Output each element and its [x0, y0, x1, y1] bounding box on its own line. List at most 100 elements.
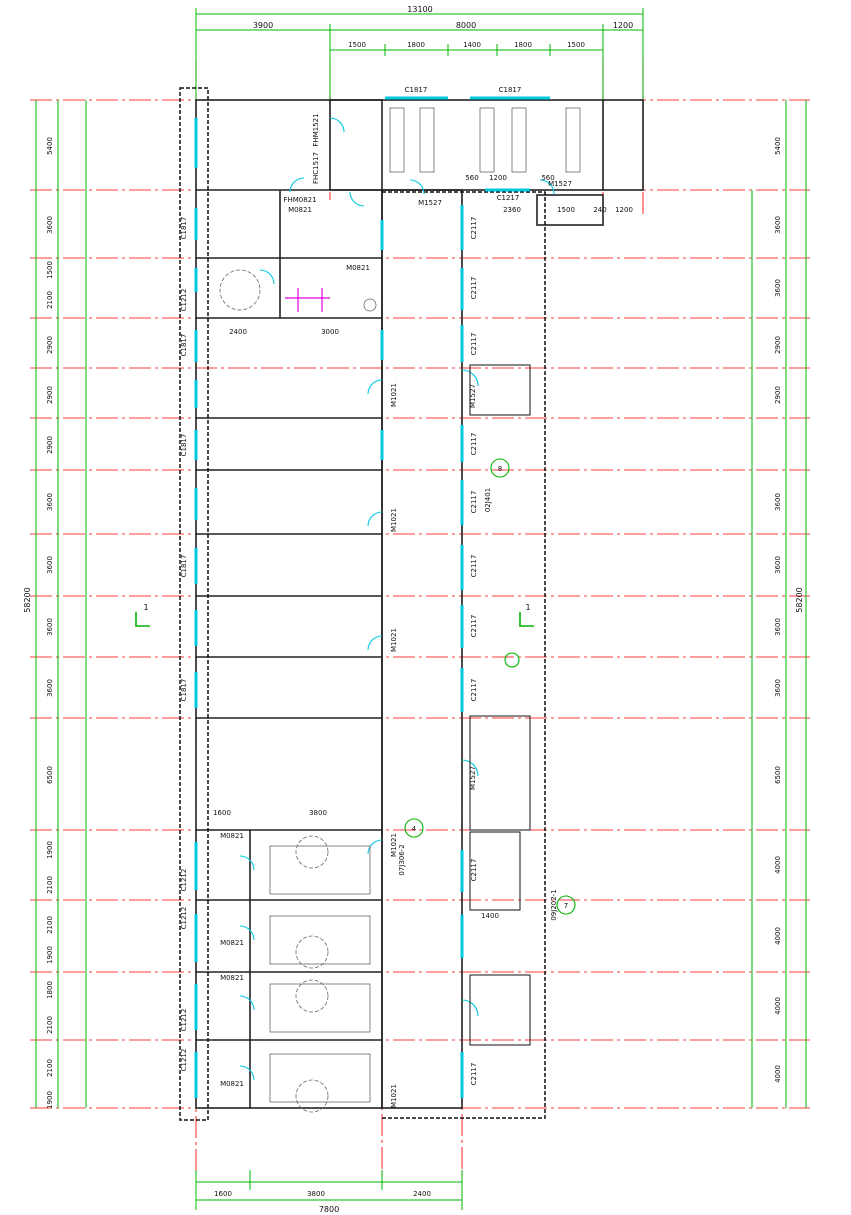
right-dimension-text: 58200 5400 3600 3600 2900 2900 3600 3600… — [774, 137, 804, 1083]
door-label: M1527 — [418, 199, 442, 207]
window-label: C1212 — [180, 869, 188, 892]
door-label: FHM1521 — [312, 113, 320, 146]
dashed-boundary — [179, 87, 546, 1121]
section-mark-right: 1 — [525, 603, 530, 612]
window-label: C1212 — [180, 1049, 188, 1072]
dim-right-overall: 58200 — [795, 587, 804, 612]
dim-bottom-seg-2: 3800 — [307, 1190, 325, 1198]
dim-left-span: 1500 — [46, 261, 54, 279]
door-label: M0821 — [346, 264, 370, 272]
door-label: M1021 — [390, 628, 398, 652]
dim-right-span: 6500 — [774, 766, 782, 784]
section-mark-left: 1 — [143, 603, 148, 612]
dim-top-mid: 8000 — [456, 21, 476, 30]
callout-ref: 02J401 — [484, 488, 492, 512]
inner-dim: 560 — [541, 174, 554, 182]
section-mark-text: 1 1 — [143, 603, 530, 612]
dim-left-span: 2100 — [46, 876, 54, 894]
window-label: C2117 — [470, 1063, 478, 1086]
dim-right-span: 3600 — [774, 618, 782, 636]
top-dimension-text: 13100 3900 8000 1200 1500 1800 1400 1800… — [253, 5, 633, 49]
doors — [239, 117, 555, 1081]
dim-bottom-overall: 7800 — [319, 1205, 339, 1214]
dim-right-span: 4000 — [774, 1065, 782, 1083]
callout-num: 7 — [564, 902, 568, 910]
window-label: C2117 — [470, 433, 478, 456]
axis-grid — [30, 60, 810, 1170]
inner-dim: 560 — [465, 174, 478, 182]
dim-top-sub-1: 1500 — [348, 41, 366, 49]
inner-dim: 1200 — [489, 174, 507, 182]
window-label: C1217 — [497, 194, 520, 202]
fixtures — [219, 107, 581, 1113]
dim-right-span: 3600 — [774, 216, 782, 234]
dim-top-left: 3900 — [253, 21, 273, 30]
door-label: FHM0821 — [283, 196, 316, 204]
window-label: C2117 — [470, 333, 478, 356]
dim-right-span: 3600 — [774, 556, 782, 574]
dim-left-span: 1800 — [46, 981, 54, 999]
callout-ref: 07J306-2 — [398, 844, 406, 875]
window-label: C2117 — [470, 277, 478, 300]
dim-left-span: 3600 — [46, 618, 54, 636]
windows — [194, 96, 550, 1098]
inner-dim: 3800 — [309, 809, 327, 817]
dimension-lines — [35, 8, 807, 1210]
door-label: M0821 — [220, 974, 244, 982]
window-label: C1817 — [180, 217, 188, 240]
dim-bottom-seg-3: 2400 — [413, 1190, 431, 1198]
dim-left-span: 6500 — [46, 766, 54, 784]
walls — [195, 99, 644, 1109]
inner-dim: 2360 — [503, 206, 521, 214]
dim-left-span: 1900 — [46, 1091, 54, 1109]
dim-top-sub-4: 1800 — [514, 41, 532, 49]
dim-right-span: 3600 — [774, 493, 782, 511]
window-label: C2117 — [470, 615, 478, 638]
window-label: C1817 — [499, 86, 522, 94]
dim-left-span: 2900 — [46, 386, 54, 404]
canopy-outlines — [469, 364, 531, 1046]
dim-right-span: 5400 — [774, 137, 782, 155]
dim-right-span: 2900 — [774, 336, 782, 354]
dim-left-span: 2900 — [46, 436, 54, 454]
door-labels: FHM1521 FHC1517 FHM0821 M0821 M1527 M152… — [220, 113, 572, 1108]
dim-bottom-seg-1: 1600 — [214, 1190, 232, 1198]
window-label: C2117 — [470, 491, 478, 514]
door-label: M0821 — [288, 206, 312, 214]
window-label: C2117 — [470, 555, 478, 578]
door-label: FHC1517 — [312, 152, 320, 184]
dim-left-span: 1900 — [46, 946, 54, 964]
dim-left-span: 5400 — [46, 137, 54, 155]
callout-ref: 09J202-1 — [550, 889, 558, 920]
callout-circles — [404, 458, 576, 915]
dim-left-span: 3600 — [46, 679, 54, 697]
bottom-dimension-text: 1600 3800 2400 7800 — [214, 1190, 431, 1214]
inner-dim: 1200 — [615, 206, 633, 214]
dim-left-span: 3600 — [46, 216, 54, 234]
callout-num: 8 — [498, 465, 502, 473]
left-dimension-text: 58200 5400 3600 1500 2100 2900 2900 2900… — [23, 137, 54, 1109]
dim-top-right: 1200 — [613, 21, 633, 30]
window-label: C1817 — [180, 334, 188, 357]
door-label: M1021 — [390, 833, 398, 857]
window-label: C1817 — [180, 434, 188, 457]
inner-dim: 3000 — [321, 328, 339, 336]
door-label: M1527 — [469, 766, 477, 790]
door-label: M1021 — [390, 508, 398, 532]
magenta-marks — [285, 288, 330, 312]
dim-left-span: 2900 — [46, 336, 54, 354]
callout-text: 07J306-2 4 02J401 8 09J202-1 7 — [398, 465, 568, 921]
dim-top-overall: 13100 — [407, 5, 432, 14]
window-label: C1212 — [180, 289, 188, 312]
dim-right-span: 4000 — [774, 997, 782, 1015]
window-label: C2117 — [470, 217, 478, 240]
door-label: M0821 — [220, 832, 244, 840]
door-label: M0821 — [220, 939, 244, 947]
dim-left-span: 3600 — [46, 556, 54, 574]
window-label: C1212 — [180, 1009, 188, 1032]
dim-left-span: 2100 — [46, 1059, 54, 1077]
dim-left-span: 2100 — [46, 291, 54, 309]
dim-top-sub-3: 1400 — [463, 41, 481, 49]
dim-left-span: 2100 — [46, 916, 54, 934]
